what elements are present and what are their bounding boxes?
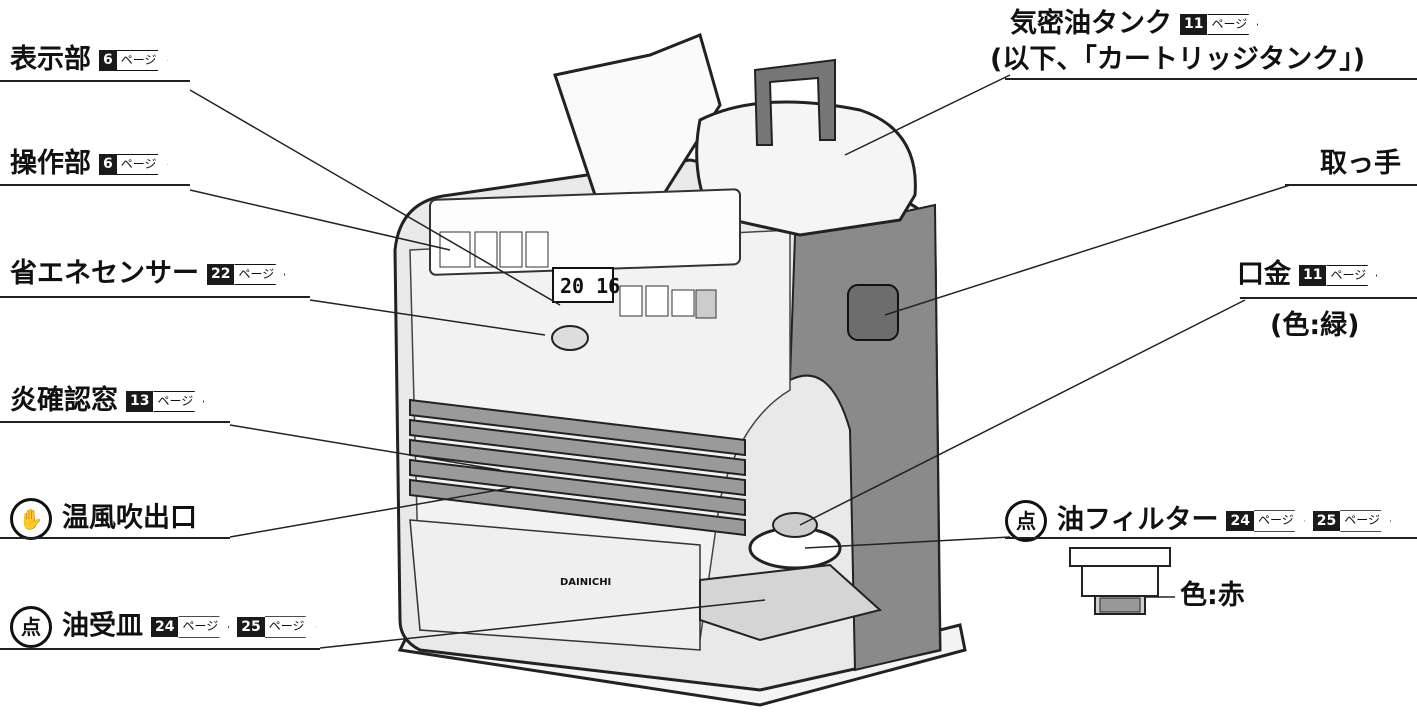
label-oil-filter-text: 油フィルター	[1057, 505, 1218, 536]
underline	[1005, 537, 1417, 539]
underline	[1005, 78, 1417, 80]
underline	[1285, 184, 1417, 186]
underline	[0, 80, 190, 82]
label-flame-window-text: 炎確認窓	[10, 385, 118, 416]
label-eco-sensor-text: 省エネセンサー	[10, 258, 199, 289]
svg-text:20 16: 20 16	[560, 274, 620, 298]
underline	[0, 296, 310, 298]
no-hand-icon: ✋	[10, 498, 52, 540]
label-oil-tray-text: 油受皿	[62, 611, 143, 642]
label-tank-line1: 気密油タンク	[1010, 8, 1172, 39]
label-cap-color: (色:緑)	[1270, 312, 1359, 339]
label-tank-line2: (以下、「カートリッジタンク」)	[990, 46, 1365, 73]
filter-illustration	[1070, 548, 1170, 614]
label-filter-color: 色:赤	[1180, 582, 1245, 609]
inspection-mark-icon: 点	[10, 606, 52, 648]
label-warm-air-text: 温風吹出口	[62, 503, 197, 534]
label-warm-air: ✋ 温風吹出口	[10, 498, 197, 540]
underline	[0, 537, 230, 539]
brand-logo: DAINICHI	[560, 577, 611, 588]
label-cap-text: 口金	[1237, 259, 1291, 290]
cap	[773, 513, 817, 537]
underline	[0, 184, 190, 186]
label-display-text: 表示部	[10, 44, 91, 75]
label-operation-text: 操作部	[10, 148, 91, 179]
eco-sensor	[552, 326, 588, 350]
inspection-mark-icon: 点	[1005, 500, 1047, 542]
underline	[0, 648, 320, 650]
label-handle: 取っ手	[1320, 150, 1401, 177]
underline	[0, 421, 230, 423]
underline	[1240, 297, 1417, 299]
